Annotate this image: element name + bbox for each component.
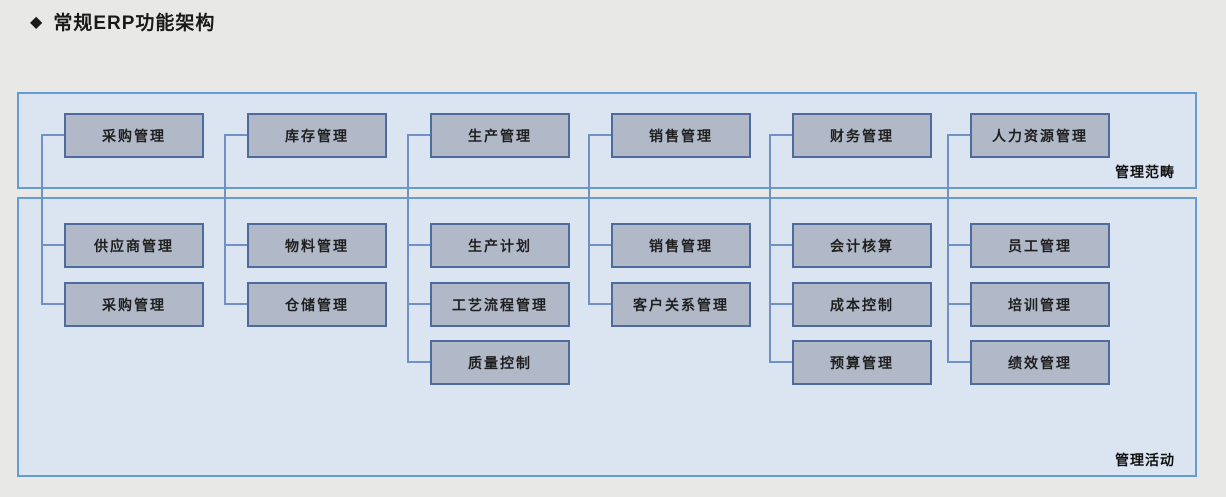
node-sales-mgmt: 销售管理 — [611, 223, 751, 268]
page-title-text: 常规ERP功能架构 — [53, 13, 216, 34]
activity-panel-label: 管理活动 — [1115, 452, 1175, 468]
node-performance-mgmt: 绩效管理 — [970, 340, 1110, 385]
node-production-planning: 生产计划 — [430, 223, 570, 268]
node-inventory: 库存管理 — [247, 113, 387, 158]
node-cost-control: 成本控制 — [792, 282, 932, 327]
node-material-mgmt: 物料管理 — [247, 223, 387, 268]
node-finance: 财务管理 — [792, 113, 932, 158]
node-quality-control: 质量控制 — [430, 340, 570, 385]
node-process-flow-mgmt: 工艺流程管理 — [430, 282, 570, 327]
node-budget-mgmt: 预算管理 — [792, 340, 932, 385]
page-title: ◆ 常规ERP功能架构 — [30, 8, 215, 35]
node-employee-mgmt: 员工管理 — [970, 223, 1110, 268]
node-procurement: 采购管理 — [64, 113, 204, 158]
node-training-mgmt: 培训管理 — [970, 282, 1110, 327]
node-production: 生产管理 — [430, 113, 570, 158]
node-human-resources: 人力资源管理 — [970, 113, 1110, 158]
node-sales: 销售管理 — [611, 113, 751, 158]
node-crm: 客户关系管理 — [611, 282, 751, 327]
scope-panel-label: 管理范畴 — [1115, 164, 1175, 180]
node-supplier-mgmt: 供应商管理 — [64, 223, 204, 268]
node-purchasing-mgmt: 采购管理 — [64, 282, 204, 327]
node-accounting: 会计核算 — [792, 223, 932, 268]
node-warehouse-mgmt: 仓储管理 — [247, 282, 387, 327]
diamond-bullet-icon: ◆ — [30, 13, 44, 31]
